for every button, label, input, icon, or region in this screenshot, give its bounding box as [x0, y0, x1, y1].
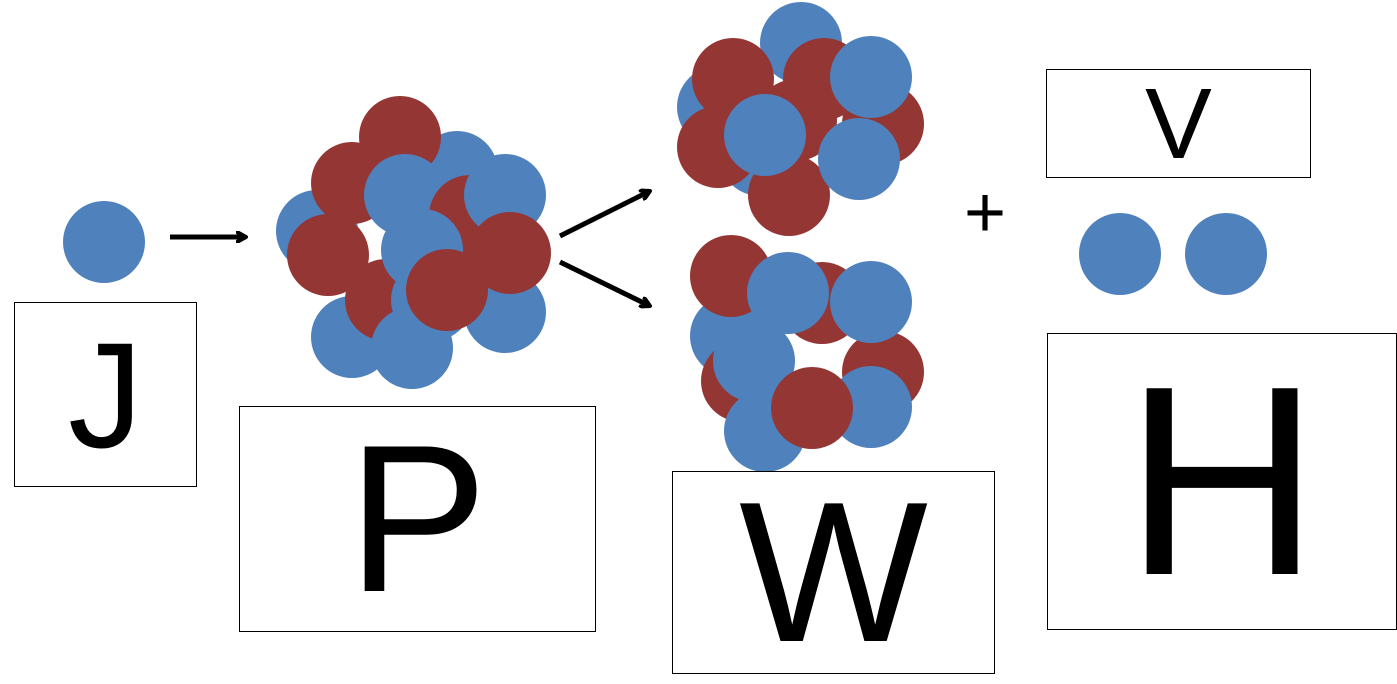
arrow-to-top-fragment [558, 191, 650, 239]
label-released-neutrons-top: V [1145, 67, 1212, 180]
top-fission-fragment [677, 2, 924, 236]
incoming-neutron [63, 201, 145, 283]
label-box-fission-fragments: W [672, 471, 995, 674]
bottom-fission-fragment [690, 235, 924, 472]
label-incoming-neutron: J [68, 310, 143, 479]
label-released-neutrons-bottom: H [1124, 330, 1320, 632]
label-box-released-neutrons-top: V [1046, 69, 1311, 178]
label-box-incoming-neutron: J [14, 302, 197, 487]
released-neutron [1079, 213, 1161, 295]
label-target-nucleus: P [347, 401, 488, 636]
arrow-to-bottom-fragment [558, 259, 650, 306]
label-box-target-nucleus: P [239, 406, 596, 632]
label-box-released-neutrons-bottom: H [1047, 333, 1397, 630]
label-fission-fragments: W [739, 460, 928, 684]
released-neutron [1185, 213, 1267, 295]
target-nucleus [276, 96, 551, 389]
plus-sign: + [963, 173, 1007, 253]
